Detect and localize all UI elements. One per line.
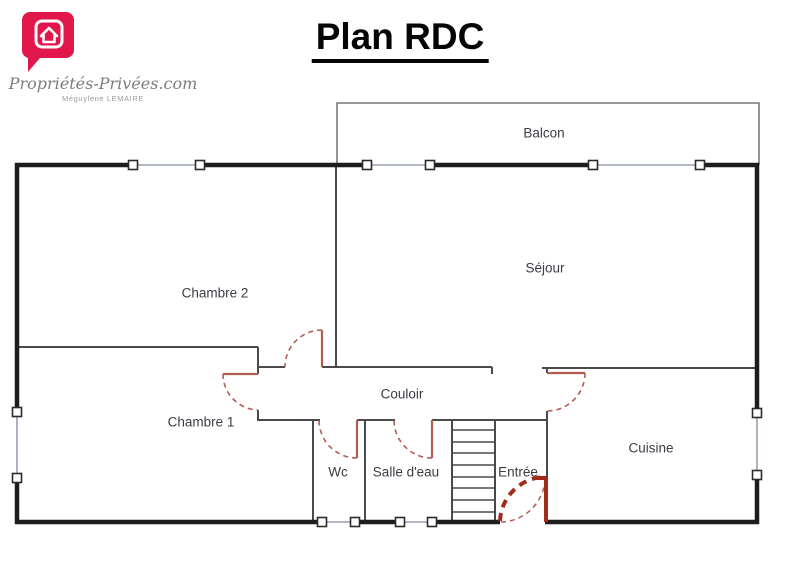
window-lines [16,164,758,523]
speech-bubble-house-icon [22,12,74,72]
entry-door [498,475,548,523]
door-arcs [222,329,586,459]
room-label-sejour: Séjour [525,260,565,276]
door-leaves [223,330,585,458]
brand-name: Propriétés-Privées.com [8,74,198,93]
outer-walls [14,162,760,525]
window-markers [11,159,763,528]
page-title: Plan RDC [311,16,489,63]
stairs [452,429,495,513]
interior-walls [17,165,757,522]
room-label-salle-deau: Salle d'eau [372,464,440,480]
agent-name: Méguylène LEMAIRE [62,94,144,103]
room-label-balcon: Balcon [523,125,565,141]
room-label-chambre-1: Chambre 1 [167,414,235,430]
room-label-entree: Entrée [498,464,538,480]
room-label-cuisine: Cuisine [628,440,674,456]
balcony-outline [336,102,760,165]
room-label-chambre-2: Chambre 2 [181,285,249,301]
room-label-couloir: Couloir [380,386,424,402]
room-label-wc: Wc [328,464,348,480]
